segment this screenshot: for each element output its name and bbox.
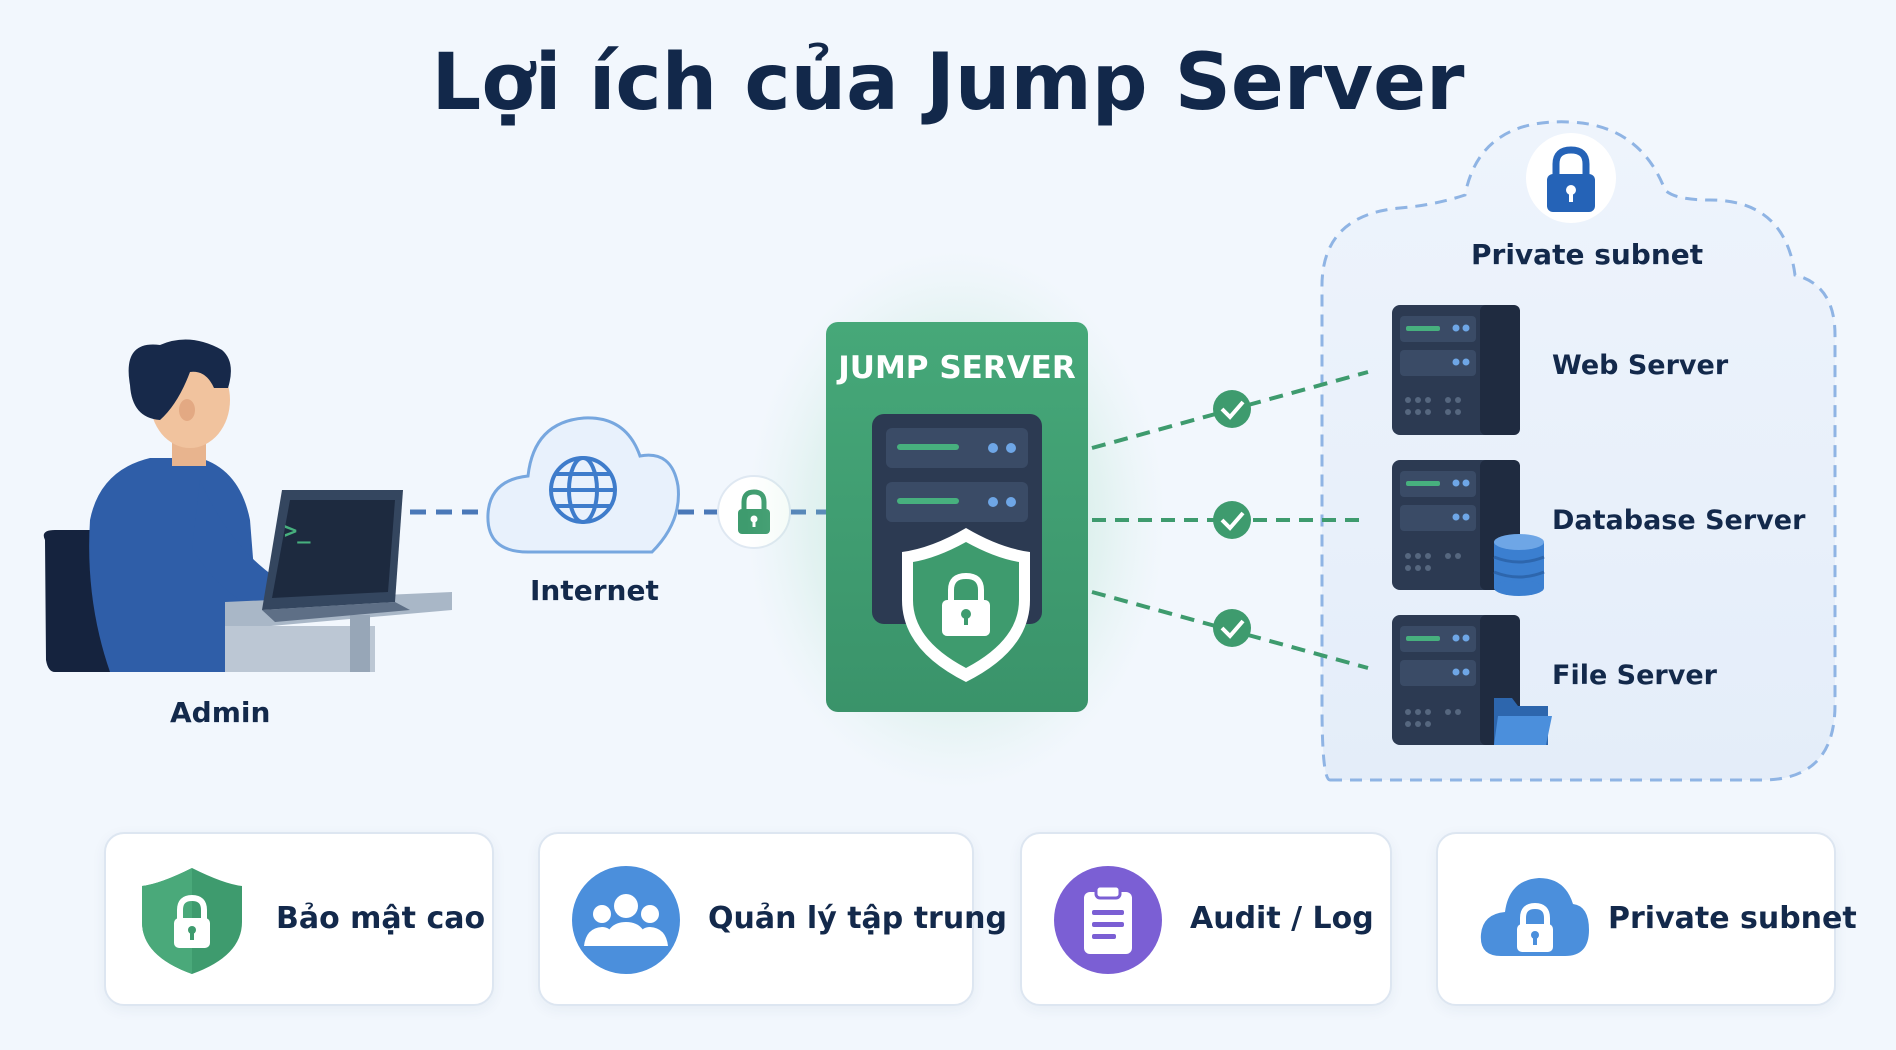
check-icon bbox=[1213, 609, 1251, 647]
benefit-label: Private subnet bbox=[1608, 901, 1857, 936]
web-server-label: Web Server bbox=[1552, 350, 1729, 381]
check-icon bbox=[1213, 390, 1251, 428]
folder-icon bbox=[1494, 698, 1552, 745]
web-server-icon bbox=[1392, 305, 1520, 435]
benefit-card: Audit / Log bbox=[1020, 832, 1392, 1006]
users-icon bbox=[572, 866, 680, 974]
shield-lock-icon bbox=[902, 528, 1030, 682]
database-server-icon bbox=[1392, 460, 1545, 596]
benefit-label: Quản lý tập trung bbox=[708, 901, 1008, 936]
shield-lock-icon bbox=[142, 868, 242, 974]
database-icon bbox=[1493, 534, 1545, 596]
admin-illustration: >_ bbox=[43, 339, 452, 672]
file-server-icon bbox=[1392, 615, 1552, 745]
internet-label: Internet bbox=[530, 574, 659, 607]
cloud-lock-icon bbox=[1480, 878, 1589, 956]
benefit-label: Audit / Log bbox=[1190, 901, 1374, 936]
private-subnet-label: Private subnet bbox=[1471, 238, 1704, 271]
lock-icon bbox=[1526, 133, 1616, 223]
globe-icon bbox=[549, 456, 617, 524]
benefit-card: Quản lý tập trung bbox=[538, 832, 1007, 1006]
page-title: Lợi ích của Jump Server bbox=[431, 38, 1465, 128]
benefit-card: Bảo mật cao bbox=[104, 832, 494, 1006]
internet-cloud bbox=[486, 416, 680, 554]
check-icon bbox=[1213, 501, 1251, 539]
admin-label: Admin bbox=[170, 696, 271, 729]
clipboard-icon bbox=[1054, 866, 1162, 974]
database-server-label: Database Server bbox=[1552, 505, 1806, 536]
svg-text:>_: >_ bbox=[284, 519, 311, 544]
benefit-card: Private subnet bbox=[1436, 832, 1857, 1006]
file-server-label: File Server bbox=[1552, 660, 1717, 691]
jump-server-label: JUMP SERVER bbox=[838, 350, 1076, 386]
benefit-label: Bảo mật cao bbox=[276, 901, 486, 936]
